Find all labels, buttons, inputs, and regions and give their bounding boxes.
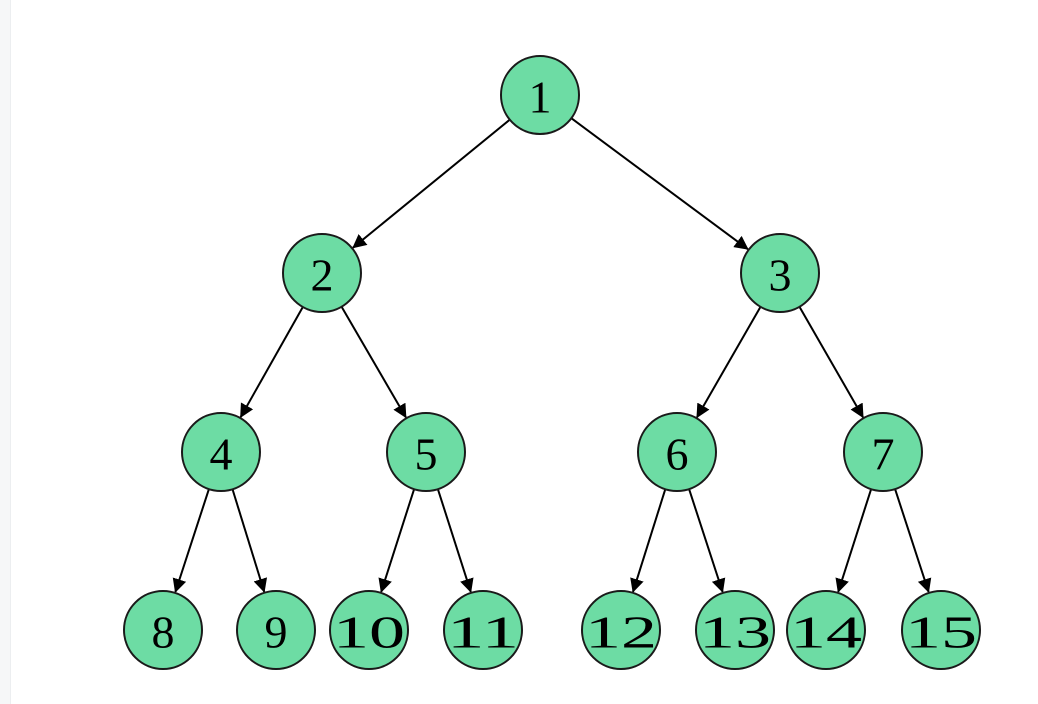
- node-label: 8: [152, 607, 175, 658]
- tree-node-14: 14: [786, 590, 866, 670]
- edge-n1-to-n3: [570, 117, 749, 250]
- node-label: 5: [415, 429, 438, 480]
- edge-n1-to-n2: [352, 118, 511, 249]
- node-label: 15: [905, 607, 977, 658]
- node-circle: [282, 233, 362, 313]
- tree-node-1: 1: [500, 55, 580, 135]
- node-label: 10: [333, 607, 405, 658]
- tree-node-8: 8: [123, 590, 203, 670]
- node-circle: [786, 590, 866, 670]
- node-circle: [581, 590, 661, 670]
- node-circle: [843, 412, 923, 492]
- edge-n3-to-n7: [798, 306, 864, 419]
- node-circle: [740, 233, 820, 313]
- edge-n5-to-n10: [378, 488, 416, 593]
- tree-node-9: 9: [236, 590, 316, 670]
- node-label: 14: [790, 607, 862, 658]
- node-label: 12: [585, 607, 657, 658]
- edge-n6-to-n13: [688, 488, 726, 593]
- node-circle: [695, 590, 775, 670]
- node-circle: [443, 590, 523, 670]
- edge-n2-to-n5: [340, 306, 407, 419]
- tree-node-7: 7: [843, 412, 923, 492]
- node-circle: [181, 412, 261, 492]
- edge-n7-to-n15: [894, 488, 932, 593]
- node-label: 7: [872, 429, 895, 480]
- tree-node-2: 2: [282, 233, 362, 313]
- left-edge-strip: [0, 0, 11, 704]
- node-label: 3: [769, 250, 792, 301]
- node-label: 11: [447, 607, 519, 658]
- node-label: 9: [265, 607, 288, 658]
- node-circle: [123, 590, 203, 670]
- edges-layer: [172, 117, 932, 593]
- node-circle: [386, 412, 466, 492]
- node-circle: [500, 55, 580, 135]
- tree-node-4: 4: [181, 412, 261, 492]
- node-label: 1: [529, 72, 552, 123]
- node-circle: [637, 412, 717, 492]
- edge-n7-to-n14: [835, 488, 873, 593]
- node-label: 4: [210, 429, 233, 480]
- tree-node-10: 10: [329, 590, 409, 670]
- edge-n4-to-n9: [231, 488, 268, 593]
- node-label: 13: [699, 607, 771, 658]
- edge-n6-to-n12: [630, 488, 667, 593]
- tree-node-3: 3: [740, 233, 820, 313]
- node-label: 2: [311, 250, 334, 301]
- node-label: 6: [666, 429, 689, 480]
- node-circle: [329, 590, 409, 670]
- tree-node-13: 13: [695, 590, 775, 670]
- edge-n2-to-n4: [239, 306, 304, 419]
- edge-n3-to-n6: [696, 306, 762, 419]
- tree-node-12: 12: [581, 590, 661, 670]
- node-circle: [236, 590, 316, 670]
- edge-n4-to-n8: [172, 488, 210, 593]
- edge-n5-to-n11: [436, 488, 474, 593]
- node-circle: [901, 590, 981, 670]
- tree-node-15: 15: [901, 590, 981, 670]
- tree-node-5: 5: [386, 412, 466, 492]
- tree-node-11: 11: [443, 590, 523, 670]
- tree-node-6: 6: [637, 412, 717, 492]
